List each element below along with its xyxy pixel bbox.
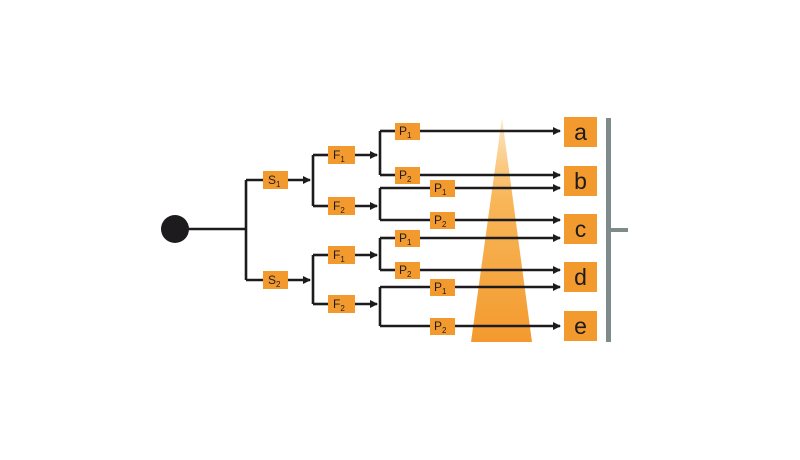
svg-text:b: b — [574, 168, 587, 194]
outcome-a: a — [564, 117, 597, 147]
node-f1-bottom: F1 — [328, 246, 355, 264]
node-p2-c: P2 — [430, 212, 455, 229]
svg-text:F2: F2 — [333, 297, 345, 313]
svg-text:a: a — [574, 119, 587, 145]
svg-text:e: e — [574, 313, 587, 339]
node-f2-top: F2 — [328, 197, 355, 215]
node-p2-b: P2 — [395, 167, 420, 184]
node-p1-c: P1 — [395, 230, 420, 247]
svg-text:P1: P1 — [399, 231, 412, 247]
node-p1-a: P1 — [395, 123, 420, 140]
svg-text:P1: P1 — [434, 181, 447, 197]
svg-text:c: c — [575, 216, 587, 242]
svg-text:P1: P1 — [399, 124, 412, 140]
node-p2-d: P2 — [395, 262, 420, 279]
svg-text:F2: F2 — [333, 199, 345, 215]
svg-text:S1: S1 — [268, 173, 281, 189]
node-p1-d: P1 — [430, 279, 455, 296]
node-p1-b: P1 — [430, 180, 455, 197]
svg-text:S2: S2 — [268, 273, 281, 289]
svg-text:P2: P2 — [399, 263, 412, 279]
svg-text:P1: P1 — [434, 280, 447, 296]
node-f1-top: F1 — [328, 146, 355, 164]
outcome-e: e — [564, 311, 597, 341]
outcome-d: d — [564, 262, 597, 292]
svg-text:P2: P2 — [399, 168, 412, 184]
node-p2-e: P2 — [430, 318, 455, 335]
svg-text:F1: F1 — [333, 248, 345, 264]
svg-text:d: d — [574, 264, 587, 290]
outcome-c: c — [564, 214, 597, 244]
outcome-bracket — [606, 118, 628, 342]
root-node — [161, 215, 189, 243]
outcome-b: b — [564, 166, 597, 196]
node-f2-bottom: F2 — [328, 295, 355, 313]
node-s1: S1 — [263, 171, 288, 189]
funnel-shape — [471, 118, 532, 342]
svg-text:P2: P2 — [434, 213, 447, 229]
tree-wires — [175, 127, 561, 330]
svg-text:F1: F1 — [333, 148, 345, 164]
svg-text:P2: P2 — [434, 319, 447, 335]
node-s2: S2 — [263, 271, 288, 289]
